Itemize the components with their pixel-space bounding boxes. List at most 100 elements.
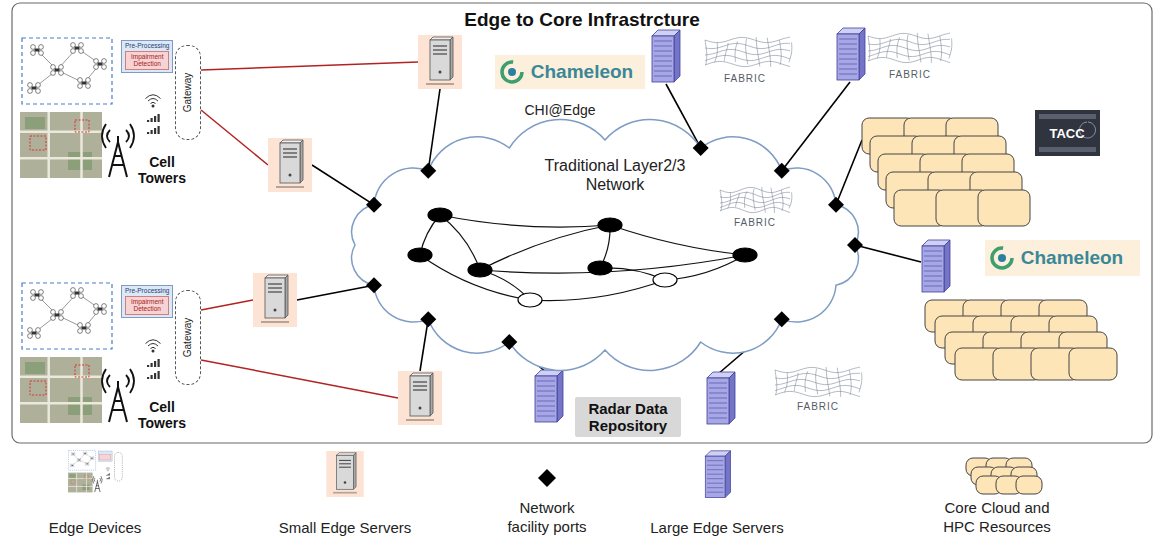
large-edge-server xyxy=(839,44,857,45)
drone-icon xyxy=(70,464,71,465)
aerial-photo xyxy=(20,357,102,423)
large-edge-server xyxy=(537,396,555,397)
uplink-line xyxy=(201,62,418,70)
aerial-photo xyxy=(85,475,89,479)
cell-tower-icon xyxy=(93,476,103,492)
drone-icon xyxy=(31,45,36,50)
port-link xyxy=(420,319,428,371)
drone-icon xyxy=(86,323,91,328)
legend-edge-devices-icon xyxy=(115,453,123,482)
network-graph xyxy=(440,215,480,270)
aerial-photo xyxy=(68,152,92,170)
small-edge-server xyxy=(337,453,357,456)
wireless-icons xyxy=(151,363,153,367)
aerial-photo xyxy=(20,112,102,178)
drone-icon xyxy=(71,43,84,54)
drone-icon xyxy=(71,43,76,48)
small-edge-server xyxy=(433,45,447,46)
logo-text: FABRIC xyxy=(734,217,776,228)
pre-processing-box: Pre-ProcessingImpairment Detection xyxy=(121,285,173,318)
wireless-icons xyxy=(109,473,111,475)
legend-text: Network facility ports xyxy=(502,498,592,536)
network-facility-port xyxy=(366,197,382,213)
large-edge-server xyxy=(922,246,944,292)
aerial-photo xyxy=(20,357,102,423)
drone-icon xyxy=(86,84,91,89)
chameleon-logo xyxy=(502,62,522,82)
drone-icon xyxy=(31,296,36,301)
network-graph xyxy=(428,208,452,222)
wireless-icons xyxy=(146,340,161,379)
large-edge-server xyxy=(707,474,723,475)
wireless-icons xyxy=(107,469,109,470)
cell-tower-icon xyxy=(101,476,102,483)
drone-swarm xyxy=(22,38,112,104)
core-cloud-stack xyxy=(925,300,1117,380)
fabric-logo-mesh xyxy=(816,369,818,395)
aerial-photo xyxy=(75,120,89,132)
testbed-name: CHI@Edge xyxy=(524,102,595,118)
box-heading: Pre-Processing xyxy=(125,287,169,294)
drone-swarm xyxy=(34,315,57,333)
legend-text: Large Edge Servers xyxy=(650,518,783,537)
chameleon-logo xyxy=(992,248,1012,268)
drone-icon xyxy=(85,462,86,463)
drone-icon xyxy=(98,63,103,66)
wireless-icons xyxy=(109,477,111,479)
small-edge-server xyxy=(433,49,447,50)
drone-swarm xyxy=(84,64,100,83)
drone-icon xyxy=(79,294,84,299)
small-edge-server xyxy=(285,275,288,318)
fabric-logo-mesh xyxy=(715,42,718,62)
drone-icon xyxy=(31,290,44,301)
cell-tower-icon xyxy=(107,130,110,142)
small-edge-server xyxy=(326,451,363,497)
drone-icon xyxy=(36,83,41,88)
drone-icon xyxy=(71,452,75,455)
wireless-icons xyxy=(151,375,153,379)
cell-tower-icon xyxy=(109,142,118,177)
fabric-logo-mesh xyxy=(917,33,921,62)
drone-icon xyxy=(51,310,56,315)
uplink-line xyxy=(201,300,253,310)
fabric-logo-mesh xyxy=(736,193,740,207)
cell-tower-icon xyxy=(102,124,134,177)
drone-swarm xyxy=(22,283,112,349)
large-edge-server xyxy=(839,64,857,65)
drone-icon xyxy=(73,466,74,467)
drone-icon xyxy=(36,328,41,333)
drone-icon xyxy=(32,332,37,335)
drone-icon xyxy=(77,458,81,461)
drone-icon xyxy=(92,457,93,458)
drone-icon xyxy=(28,328,41,339)
drone-icon xyxy=(28,83,41,94)
cell-tower-icon xyxy=(114,155,122,157)
logo-text: FABRIC xyxy=(724,73,766,84)
fabric-logo-mesh xyxy=(746,39,748,65)
drone-icon xyxy=(31,290,36,295)
drone-icon xyxy=(78,84,83,89)
large-edge-server xyxy=(922,240,950,292)
drone-icon xyxy=(86,78,91,83)
large-edge-server xyxy=(707,465,723,466)
drone-icon xyxy=(90,458,91,459)
wireless-icons xyxy=(152,350,155,353)
large-edge-server xyxy=(654,61,672,62)
cell-tower-icon xyxy=(102,124,106,148)
small-edge-server xyxy=(289,174,292,177)
small-edge-server xyxy=(280,143,300,183)
wireless-icons xyxy=(158,126,160,134)
aerial-photo xyxy=(30,381,46,395)
drone-icon xyxy=(94,59,107,70)
box-heading: Pre-Processing xyxy=(125,42,169,49)
pre-processing-box: Pre-ProcessingImpairment Detection xyxy=(121,40,173,73)
fabric-logo-mesh xyxy=(907,35,909,61)
drone-swarm xyxy=(34,70,57,88)
fabric-logo-mesh xyxy=(720,187,792,213)
small-edge-server xyxy=(337,455,354,489)
drone-icon xyxy=(51,71,56,76)
large-edge-server xyxy=(729,372,735,424)
large-edge-server xyxy=(944,240,950,292)
large-edge-server xyxy=(709,393,727,394)
large-edge-server xyxy=(709,418,727,419)
